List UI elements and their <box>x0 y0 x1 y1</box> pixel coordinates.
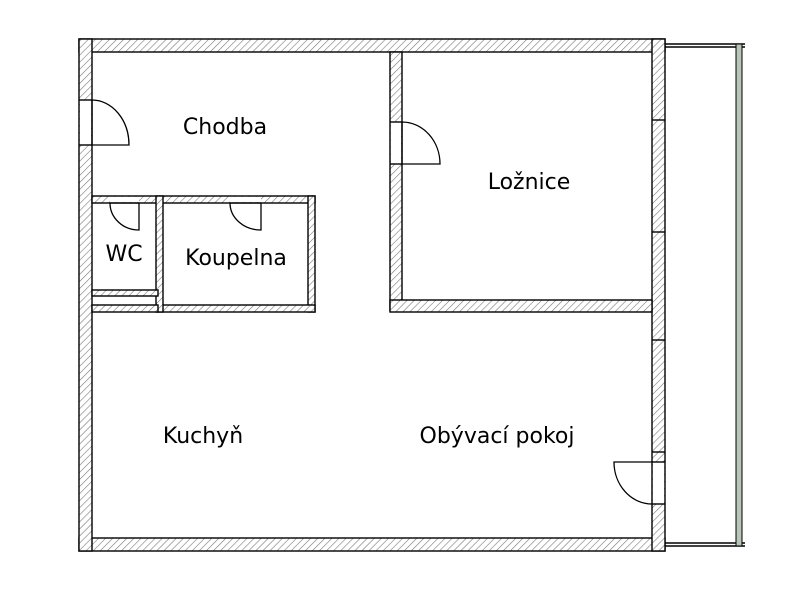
door-swings <box>91 99 653 505</box>
wall-bottom <box>78 537 666 552</box>
wall-wc-koupelna <box>155 195 164 313</box>
wall-right <box>651 38 666 552</box>
door-openings <box>80 100 664 504</box>
wall-top <box>78 38 666 53</box>
koupelna-door-opening <box>230 197 261 202</box>
entrance-opening <box>80 100 91 145</box>
exterior-walls <box>78 38 666 552</box>
room-label-loznice: Ložnice <box>488 170 571 195</box>
balcony <box>665 43 745 547</box>
room-label-chodba: Chodba <box>183 115 267 140</box>
room-label-obyvaci-pokoj: Obývací pokoj <box>420 424 575 449</box>
wall-bedroom-left <box>389 51 403 311</box>
room-label-wc: WC <box>105 242 142 267</box>
entrance-door-swing <box>91 99 130 146</box>
balcony-door-opening <box>653 462 664 504</box>
koupelna-door-swing <box>229 202 262 231</box>
bedroom-door-swing <box>401 121 441 165</box>
wall-bath-bottom <box>157 304 316 313</box>
wc-door-opening <box>110 197 139 202</box>
right-wall-jambs <box>79 99 665 505</box>
wall-bath-right <box>307 195 316 313</box>
wall-wc-shelf-top <box>91 289 159 297</box>
room-label-kuchyn: Kuchyň <box>163 424 243 449</box>
wc-door-swing <box>109 202 140 231</box>
bedroom-door-opening <box>391 122 401 164</box>
wall-bedroom-bottom <box>389 299 653 313</box>
wall-wc-shelf-bottom <box>91 304 159 313</box>
balcony-door-swing <box>613 461 653 505</box>
room-label-koupelna: Koupelna <box>185 246 287 271</box>
balcony-railing <box>735 43 743 547</box>
room-labels: Chodba Ložnice WC Koupelna Kuchyň Obývac… <box>105 115 574 449</box>
interior-walls <box>91 51 653 313</box>
